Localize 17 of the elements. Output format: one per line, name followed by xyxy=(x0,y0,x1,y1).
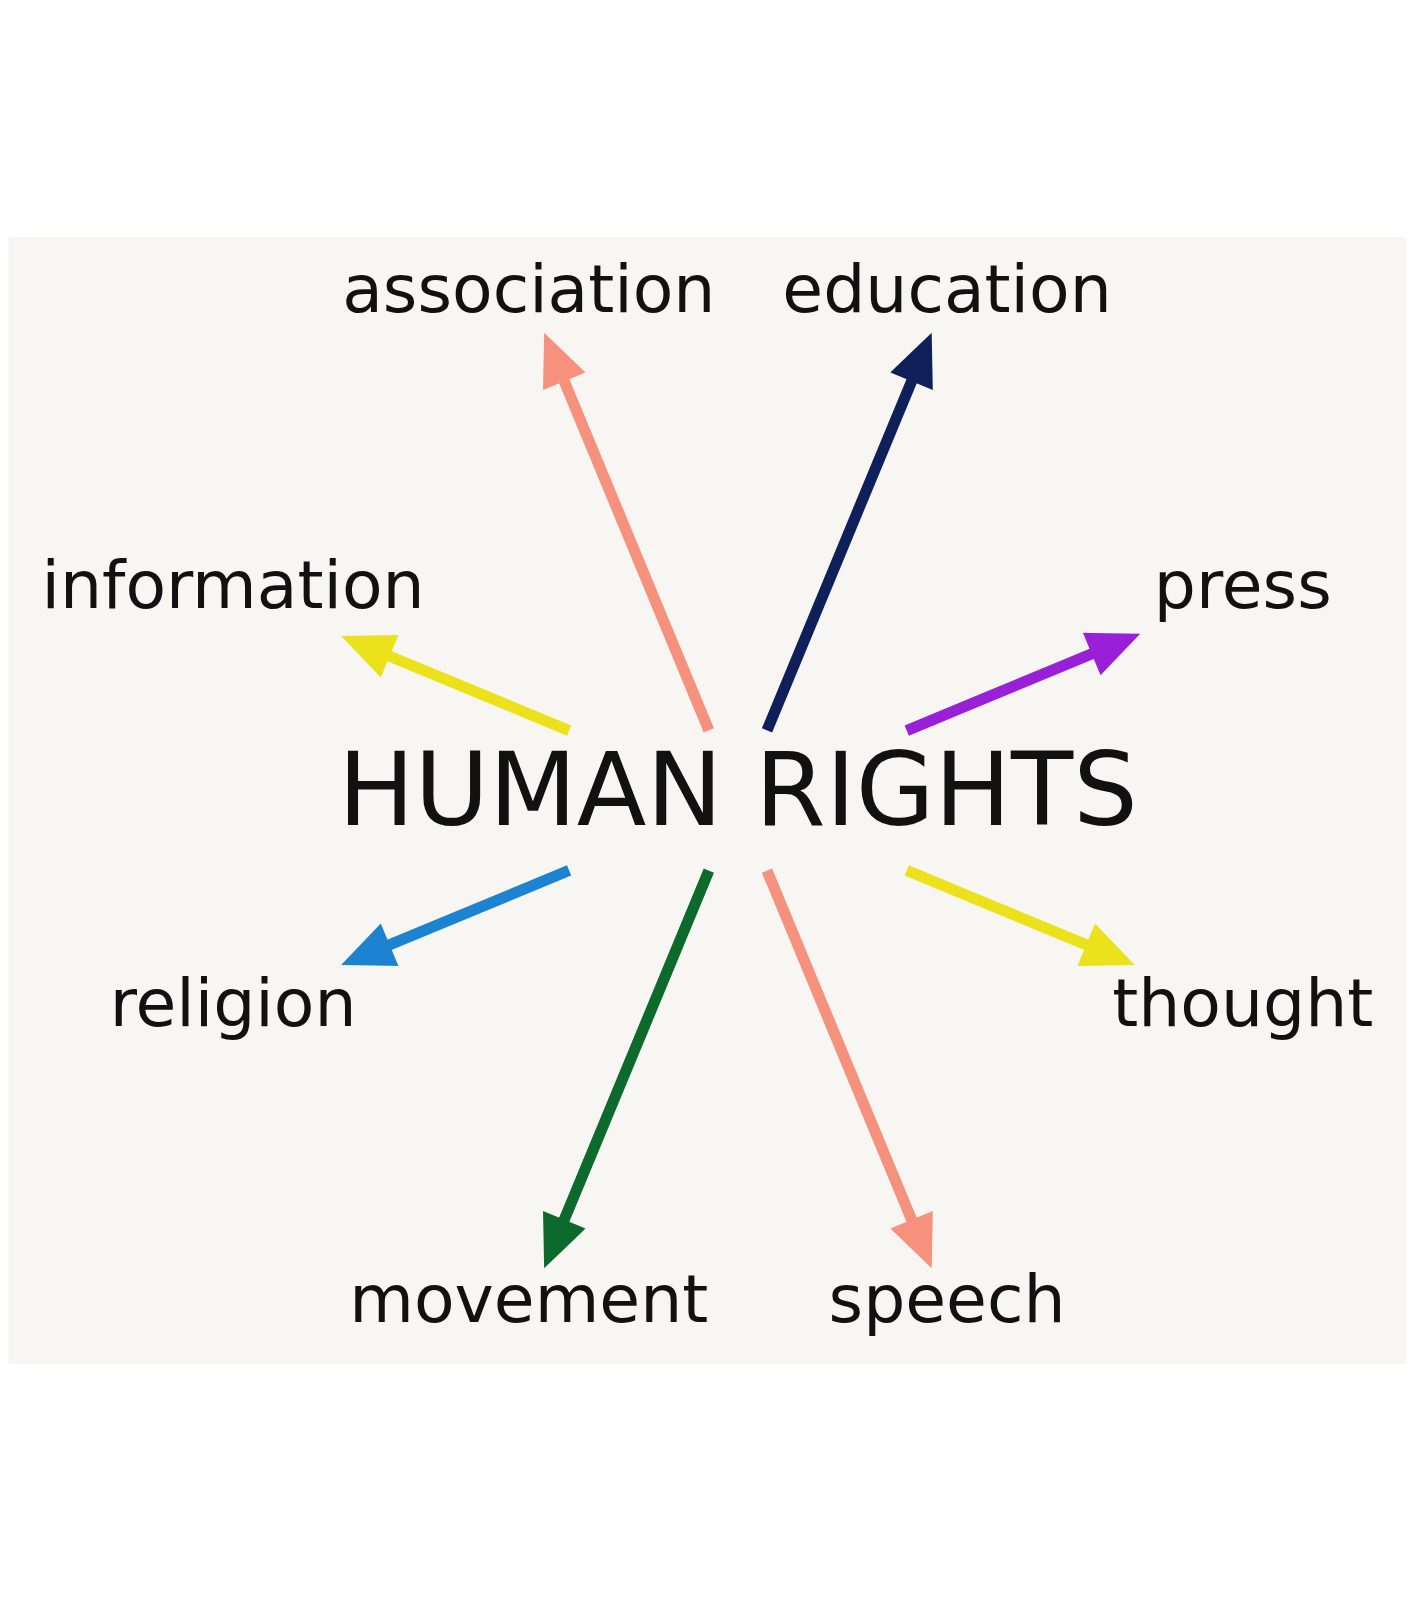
node-text: religion xyxy=(109,963,357,1042)
node-text: speech xyxy=(828,1259,1066,1338)
node-text: association xyxy=(342,249,716,328)
node-text: press xyxy=(1153,545,1332,624)
node-text: thought xyxy=(1112,963,1374,1042)
arrow xyxy=(543,868,714,1268)
arrow xyxy=(904,632,1141,736)
arrow xyxy=(341,864,572,966)
arrow xyxy=(904,864,1135,966)
arrow xyxy=(761,868,933,1268)
arrow xyxy=(761,332,933,732)
node-text: information xyxy=(41,545,425,624)
node-text: HUMAN RIGHTS xyxy=(338,730,1138,849)
node-text: education xyxy=(782,249,1112,328)
node-text: movement xyxy=(349,1259,709,1338)
arrow xyxy=(543,332,714,732)
arrow xyxy=(341,634,572,736)
